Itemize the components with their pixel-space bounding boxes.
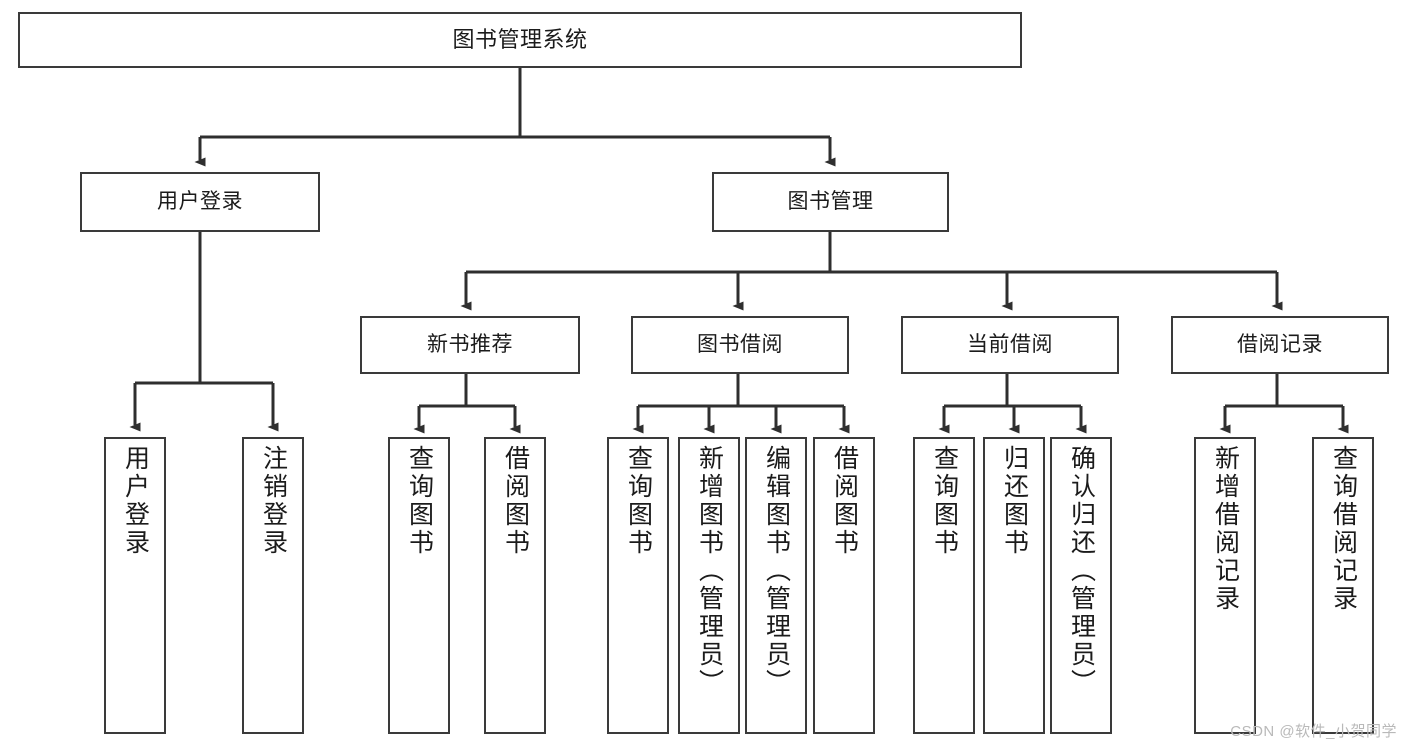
leaf-logout[interactable]: 注销登录	[242, 437, 304, 734]
node-new-book-recommendation[interactable]: 新书推荐	[360, 316, 580, 374]
leaf-add-book-admin[interactable]: 新增图书（管理员）	[678, 437, 740, 734]
node-label: 查询借阅记录	[1329, 445, 1358, 613]
node-label: 新书推荐	[427, 332, 513, 356]
node-label: 归还图书	[1000, 445, 1029, 557]
node-current-borrowing[interactable]: 当前借阅	[901, 316, 1119, 374]
node-label: 确认归还（管理员）	[1067, 445, 1096, 697]
node-label: 查询图书	[624, 445, 653, 557]
node-book-borrowing[interactable]: 图书借阅	[631, 316, 849, 374]
leaf-query-books-current[interactable]: 查询图书	[913, 437, 975, 734]
node-label: 借阅记录	[1237, 332, 1323, 356]
leaf-query-books-newbook[interactable]: 查询图书	[388, 437, 450, 734]
node-label: 新增借阅记录	[1211, 445, 1240, 613]
node-label: 图书管理	[787, 189, 874, 213]
leaf-return-books[interactable]: 归还图书	[983, 437, 1045, 734]
node-root-book-management-system[interactable]: 图书管理系统	[18, 12, 1022, 68]
node-label: 注销登录	[259, 445, 288, 557]
node-book-management[interactable]: 图书管理	[712, 172, 949, 232]
watermark-text: CSDN @软件_小贺同学	[1230, 723, 1397, 740]
node-label: 编辑图书（管理员）	[762, 445, 791, 697]
leaf-confirm-return-admin[interactable]: 确认归还（管理员）	[1050, 437, 1112, 734]
node-label: 图书借阅	[697, 332, 783, 356]
node-label: 借阅图书	[830, 445, 859, 557]
node-label: 用户登录	[157, 189, 243, 213]
leaf-add-borrow-record[interactable]: 新增借阅记录	[1194, 437, 1256, 734]
node-label: 新增图书（管理员）	[695, 445, 724, 697]
node-label: 查询图书	[405, 445, 434, 557]
leaf-borrow-books-newbook[interactable]: 借阅图书	[484, 437, 546, 734]
node-label: 借阅图书	[501, 445, 530, 557]
leaf-edit-book-admin[interactable]: 编辑图书（管理员）	[745, 437, 807, 734]
node-label: 当前借阅	[967, 332, 1053, 356]
node-label: 查询图书	[930, 445, 959, 557]
leaf-query-books-borrow[interactable]: 查询图书	[607, 437, 669, 734]
node-borrowing-records[interactable]: 借阅记录	[1171, 316, 1389, 374]
leaf-borrow-books[interactable]: 借阅图书	[813, 437, 875, 734]
node-label: 用户登录	[121, 445, 150, 557]
leaf-query-borrow-record[interactable]: 查询借阅记录	[1312, 437, 1374, 734]
node-user-login[interactable]: 用户登录	[80, 172, 320, 232]
node-label: 图书管理系统	[452, 27, 588, 53]
leaf-user-login[interactable]: 用户登录	[104, 437, 166, 734]
